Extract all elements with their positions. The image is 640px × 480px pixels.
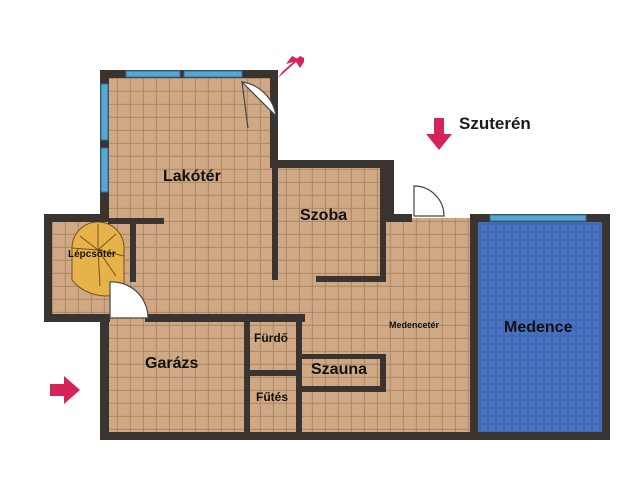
floor-label: Szuterén — [459, 114, 531, 133]
room-label-futes: Fűtés — [256, 390, 288, 404]
room-label-szoba: Szoba — [300, 207, 347, 224]
room-label-furdo: Fürdő — [254, 331, 288, 345]
room-label-lepcsoter: Lépcsőtér — [68, 249, 116, 260]
door-swing-icon — [109, 81, 445, 319]
room-label-lakoter: Lakótér — [163, 168, 221, 185]
room-label-medence: Medence — [504, 319, 573, 336]
pool-water — [476, 218, 606, 432]
windows — [100, 70, 587, 222]
room-label-garazs: Garázs — [145, 355, 198, 372]
spiral-stair-icon — [71, 221, 125, 297]
room-label-szauna: Szauna — [311, 361, 367, 378]
room-label-medencter: Medencetér — [389, 320, 440, 330]
floor-surface — [48, 74, 606, 432]
arrow-icon — [50, 56, 452, 404]
